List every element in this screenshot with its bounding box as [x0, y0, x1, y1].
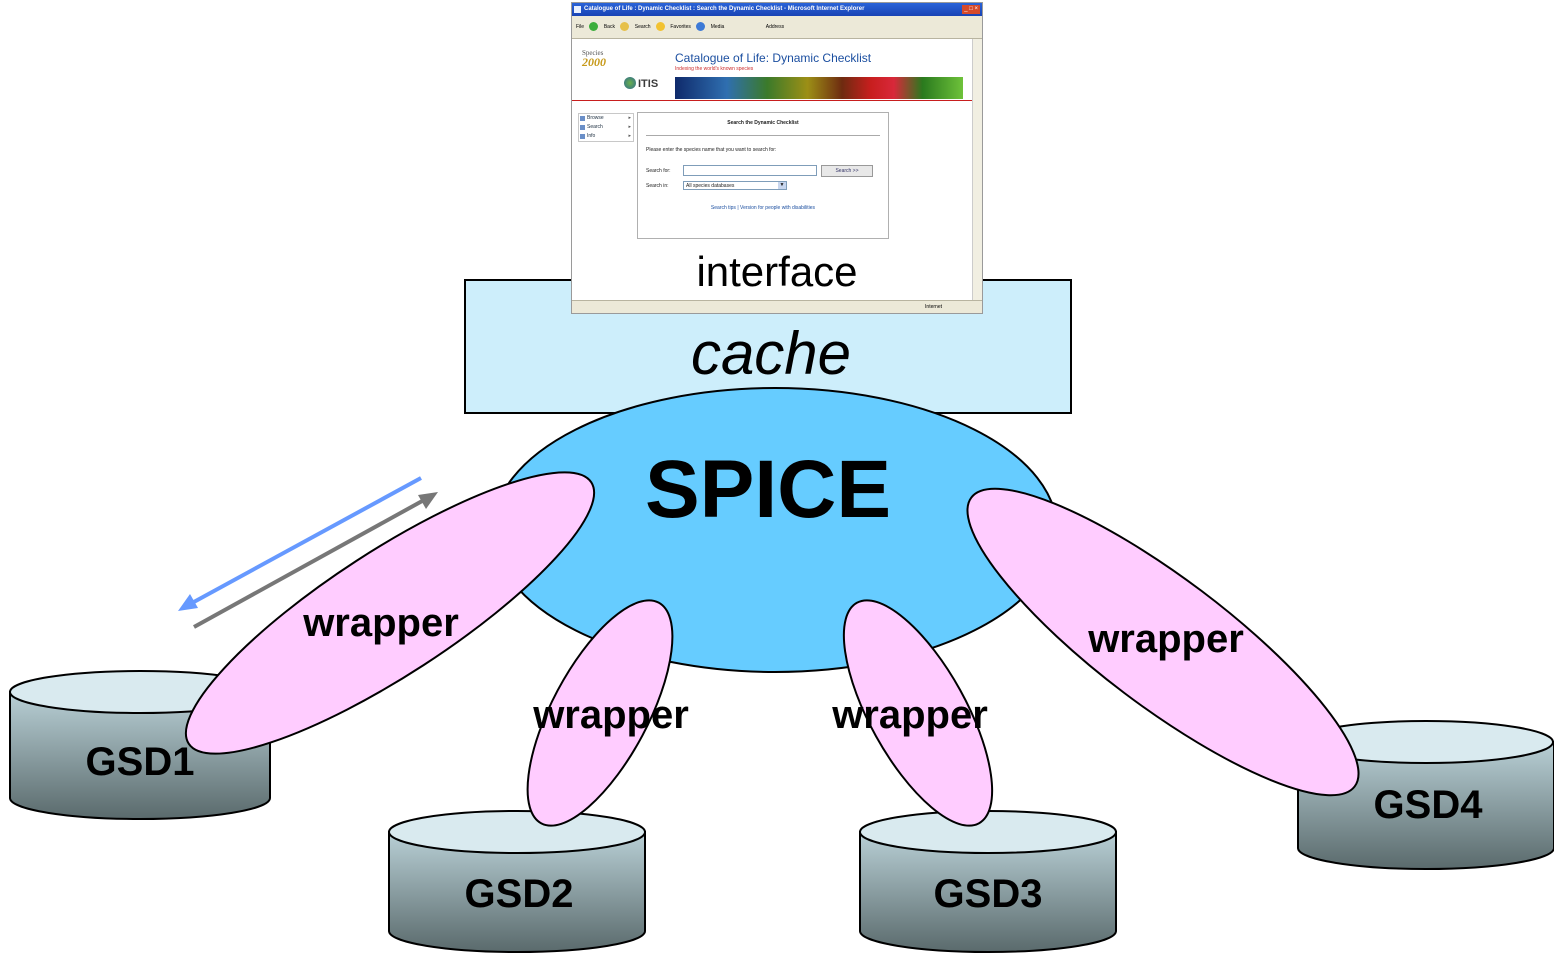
search-input[interactable]: [683, 165, 817, 176]
search-icon[interactable]: [620, 22, 630, 32]
left-nav: Browse Search Info: [578, 113, 634, 142]
database-label-gsd2: GSD2: [465, 872, 574, 916]
interface-browser-window: Catalogue of Life : Dynamic Checklist : …: [571, 2, 983, 314]
wrapper-label-1: wrapper: [302, 601, 459, 645]
back-icon[interactable]: [589, 22, 599, 32]
toolbar-back[interactable]: Back: [603, 24, 615, 30]
spice-label: SPICE: [645, 444, 891, 535]
database-gsd4: GSD4: [1297, 720, 1554, 870]
nav-item-browse[interactable]: Browse: [579, 114, 633, 123]
ie-icon: [574, 6, 581, 13]
search-prompt: Please enter the species name that you w…: [646, 147, 777, 153]
globe-icon: [624, 77, 636, 89]
browser-toolbar: File Back Search Favorites Media Address: [572, 16, 982, 39]
toolbar-favorites[interactable]: Favorites: [670, 24, 691, 30]
header-banner-image: [675, 77, 963, 99]
database-gsd2: GSD2: [388, 810, 646, 953]
wrapper-ellipse-4: [966, 487, 1360, 797]
toolbar-media[interactable]: Media: [710, 24, 725, 30]
search-links[interactable]: Search tips | Version for people with di…: [710, 205, 816, 211]
response-arrow-blue: [178, 476, 422, 611]
database-label-gsd4: GSD4: [1374, 783, 1484, 827]
logo-species-text: Species: [582, 49, 604, 57]
toolbar-search[interactable]: Search: [634, 24, 651, 30]
wrapper-ellipse-3: [842, 599, 994, 827]
interface-label: interface: [696, 248, 858, 295]
search-button[interactable]: Search >>: [821, 165, 873, 177]
database-label-gsd1: GSD1: [86, 740, 195, 784]
wrapper-label-3: wrapper: [831, 693, 988, 737]
search-divider: [646, 135, 880, 136]
site-subtitle: Indexing the world's known species: [675, 66, 754, 72]
database-gsd3: GSD3: [859, 810, 1117, 953]
toolbar-address[interactable]: Address: [765, 24, 785, 30]
search-in-label: Search in:: [646, 183, 669, 189]
wrapper-ellipse-1: [184, 471, 596, 755]
itis-logo: ITIS: [624, 77, 658, 90]
database-select-value: All species databases: [686, 183, 735, 189]
window-title: Catalogue of Life : Dynamic Checklist : …: [584, 6, 865, 12]
database-select[interactable]: All species databases ▼: [683, 181, 787, 190]
browser-titlebar: Catalogue of Life : Dynamic Checklist : …: [572, 3, 982, 16]
wrapper-label-2: wrapper: [532, 693, 689, 737]
wrapper-ellipse-2: [526, 599, 674, 827]
window-controls[interactable]: _ □ ×: [962, 5, 980, 14]
logo-itis-text: ITIS: [638, 78, 659, 90]
toolbar-file[interactable]: File: [576, 24, 585, 30]
favorites-icon[interactable]: [655, 22, 665, 32]
request-arrow-gray: [193, 492, 438, 629]
browser-statusbar: Internet: [572, 300, 982, 313]
species2000-logo: Species 2000: [582, 49, 606, 70]
search-heading: Search the Dynamic Checklist: [727, 120, 799, 126]
nav-item-info[interactable]: Info: [579, 132, 633, 141]
status-zone: Internet: [925, 304, 942, 310]
media-icon[interactable]: [696, 22, 706, 32]
search-panel: Search the Dynamic Checklist Please ente…: [637, 112, 889, 239]
logo-year-text: 2000: [582, 55, 606, 69]
header-divider: [572, 100, 974, 101]
site-title: Catalogue of Life: Dynamic Checklist: [675, 51, 872, 65]
database-label-gsd3: GSD3: [934, 872, 1043, 916]
search-for-label: Search for:: [646, 168, 671, 174]
cache-label: cache: [691, 320, 851, 387]
nav-item-search[interactable]: Search: [579, 123, 633, 132]
browser-page: Species 2000 ITIS Catalogue of Life: Dyn…: [572, 39, 974, 301]
chevron-down-icon[interactable]: ▼: [778, 182, 786, 189]
vertical-scrollbar[interactable]: [972, 39, 982, 301]
wrapper-label-4: wrapper: [1087, 617, 1244, 661]
